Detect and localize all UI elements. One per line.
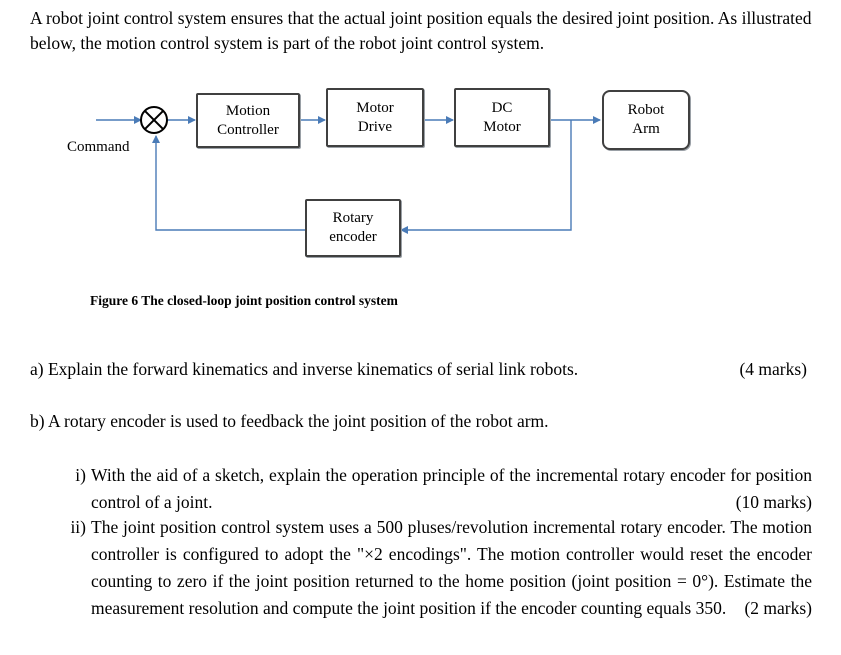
part-number: ii): [70, 517, 86, 537]
part-text: With the aid of a sketch, explain the op…: [91, 465, 812, 512]
dc-motor-block: DC Motor: [454, 88, 550, 147]
part-text: The joint position control system uses a…: [91, 517, 812, 618]
block-diagram: [96, 106, 601, 234]
block-label-line: Motor: [483, 118, 521, 135]
block-label-line: Drive: [357, 118, 393, 135]
figure-caption: Figure 6 The closed-loop joint position …: [90, 293, 398, 308]
part-body: With the aid of a sketch, explain the op…: [91, 462, 812, 516]
block-label-line: DC: [491, 99, 513, 116]
feedback-line-to-summing: [152, 135, 305, 231]
block-label-line: Arm: [632, 121, 660, 137]
question-b-part-ii: ii) The joint position control system us…: [60, 514, 812, 650]
question-b-text: b) A rotary encoder is used to feedback …: [30, 411, 549, 431]
block-label-line: Controller: [217, 121, 279, 138]
command-label: Command: [67, 139, 130, 155]
question-b-part-i: i) With the aid of a sketch, explain the…: [60, 462, 812, 516]
motion-controller-block: Motion Controller: [196, 93, 300, 148]
robot-arm-block: Robot Arm: [602, 90, 690, 150]
feedback-line-to-encoder: [400, 120, 572, 234]
block-label-line: Rotary: [332, 210, 374, 226]
rotary-encoder-block: Rotary encoder: [305, 199, 401, 257]
intro-paragraph: A robot joint control system ensures tha…: [30, 8, 812, 53]
question-a: a) Explain the forward kinematics and in…: [30, 357, 810, 382]
block-label-line: Motor: [356, 99, 394, 116]
question-a-text: a) Explain the forward kinematics and in…: [30, 359, 579, 379]
part-marks: (10 marks): [735, 492, 812, 512]
part-number: i): [75, 465, 86, 485]
block-label-line: Motion: [225, 102, 271, 119]
summing-junction: [140, 106, 168, 134]
motor-drive-block: Motor Drive: [326, 88, 424, 147]
question-a-marks: (4 marks): [739, 359, 807, 379]
block-label-line: Robot: [627, 102, 665, 118]
part-marks: (2 marks): [744, 598, 812, 618]
part-body: The joint position control system uses a…: [91, 514, 812, 622]
block-label-line: encoder: [329, 229, 377, 245]
